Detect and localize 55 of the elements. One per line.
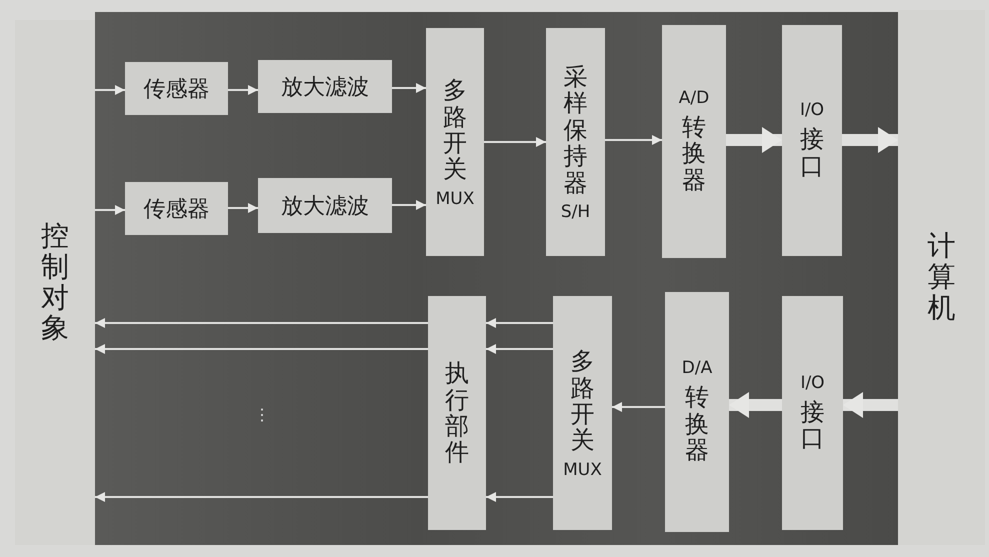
box-label: MUX (436, 188, 474, 209)
process-box (125, 62, 228, 115)
process-box (426, 28, 484, 256)
box-label: 转换器 (685, 384, 709, 464)
box-label: 放大滤波 (281, 192, 369, 220)
arrow (392, 200, 426, 210)
box-label: 传感器 (144, 76, 210, 104)
side-panel (15, 20, 95, 545)
process-box (125, 182, 228, 235)
arrow (726, 127, 782, 153)
arrow (95, 492, 428, 502)
arrow (392, 83, 426, 93)
arrow (842, 127, 898, 153)
box-label: I/O (800, 372, 825, 393)
box-label: A/D (678, 88, 710, 108)
box-label: 多路开关 (570, 348, 594, 454)
process-box (782, 25, 842, 256)
process-box (662, 25, 726, 258)
process-box (258, 178, 392, 233)
box-label: D/A (682, 358, 712, 378)
box-label: S/H (560, 202, 590, 222)
arrow (95, 205, 125, 215)
arrow (95, 344, 428, 354)
box-label: 接口 (800, 126, 824, 179)
ellipsis-mark: ⋮ (254, 405, 270, 424)
side-panel (898, 10, 985, 545)
box-label: I/O (800, 100, 824, 120)
box-label: 转换器 (682, 114, 706, 194)
arrow (486, 492, 553, 502)
arrow (95, 85, 125, 95)
box-label: 传感器 (144, 196, 210, 224)
arrow (612, 402, 665, 412)
box-label: 计算机 (928, 231, 956, 324)
box-label: 多路开关 (443, 77, 467, 183)
arrow (605, 135, 662, 145)
process-box (665, 292, 729, 532)
process-box (428, 296, 486, 530)
box-label: MUX (563, 460, 602, 480)
arrow (228, 203, 258, 213)
arrow (95, 318, 428, 328)
arrow (843, 392, 898, 418)
arrow (484, 137, 546, 147)
arrow (228, 85, 258, 95)
arrow (729, 392, 782, 418)
box-label: 执行部件 (445, 360, 469, 466)
box-label: 采样保持器 (564, 64, 588, 196)
arrow (486, 344, 553, 354)
box-label: 接口 (800, 398, 824, 452)
box-label: 放大滤波 (281, 74, 369, 102)
process-box (782, 296, 843, 530)
process-box (553, 296, 612, 530)
box-label: 控制对象 (41, 220, 69, 344)
process-box (258, 60, 392, 113)
process-box (546, 28, 605, 256)
arrow (486, 318, 553, 328)
